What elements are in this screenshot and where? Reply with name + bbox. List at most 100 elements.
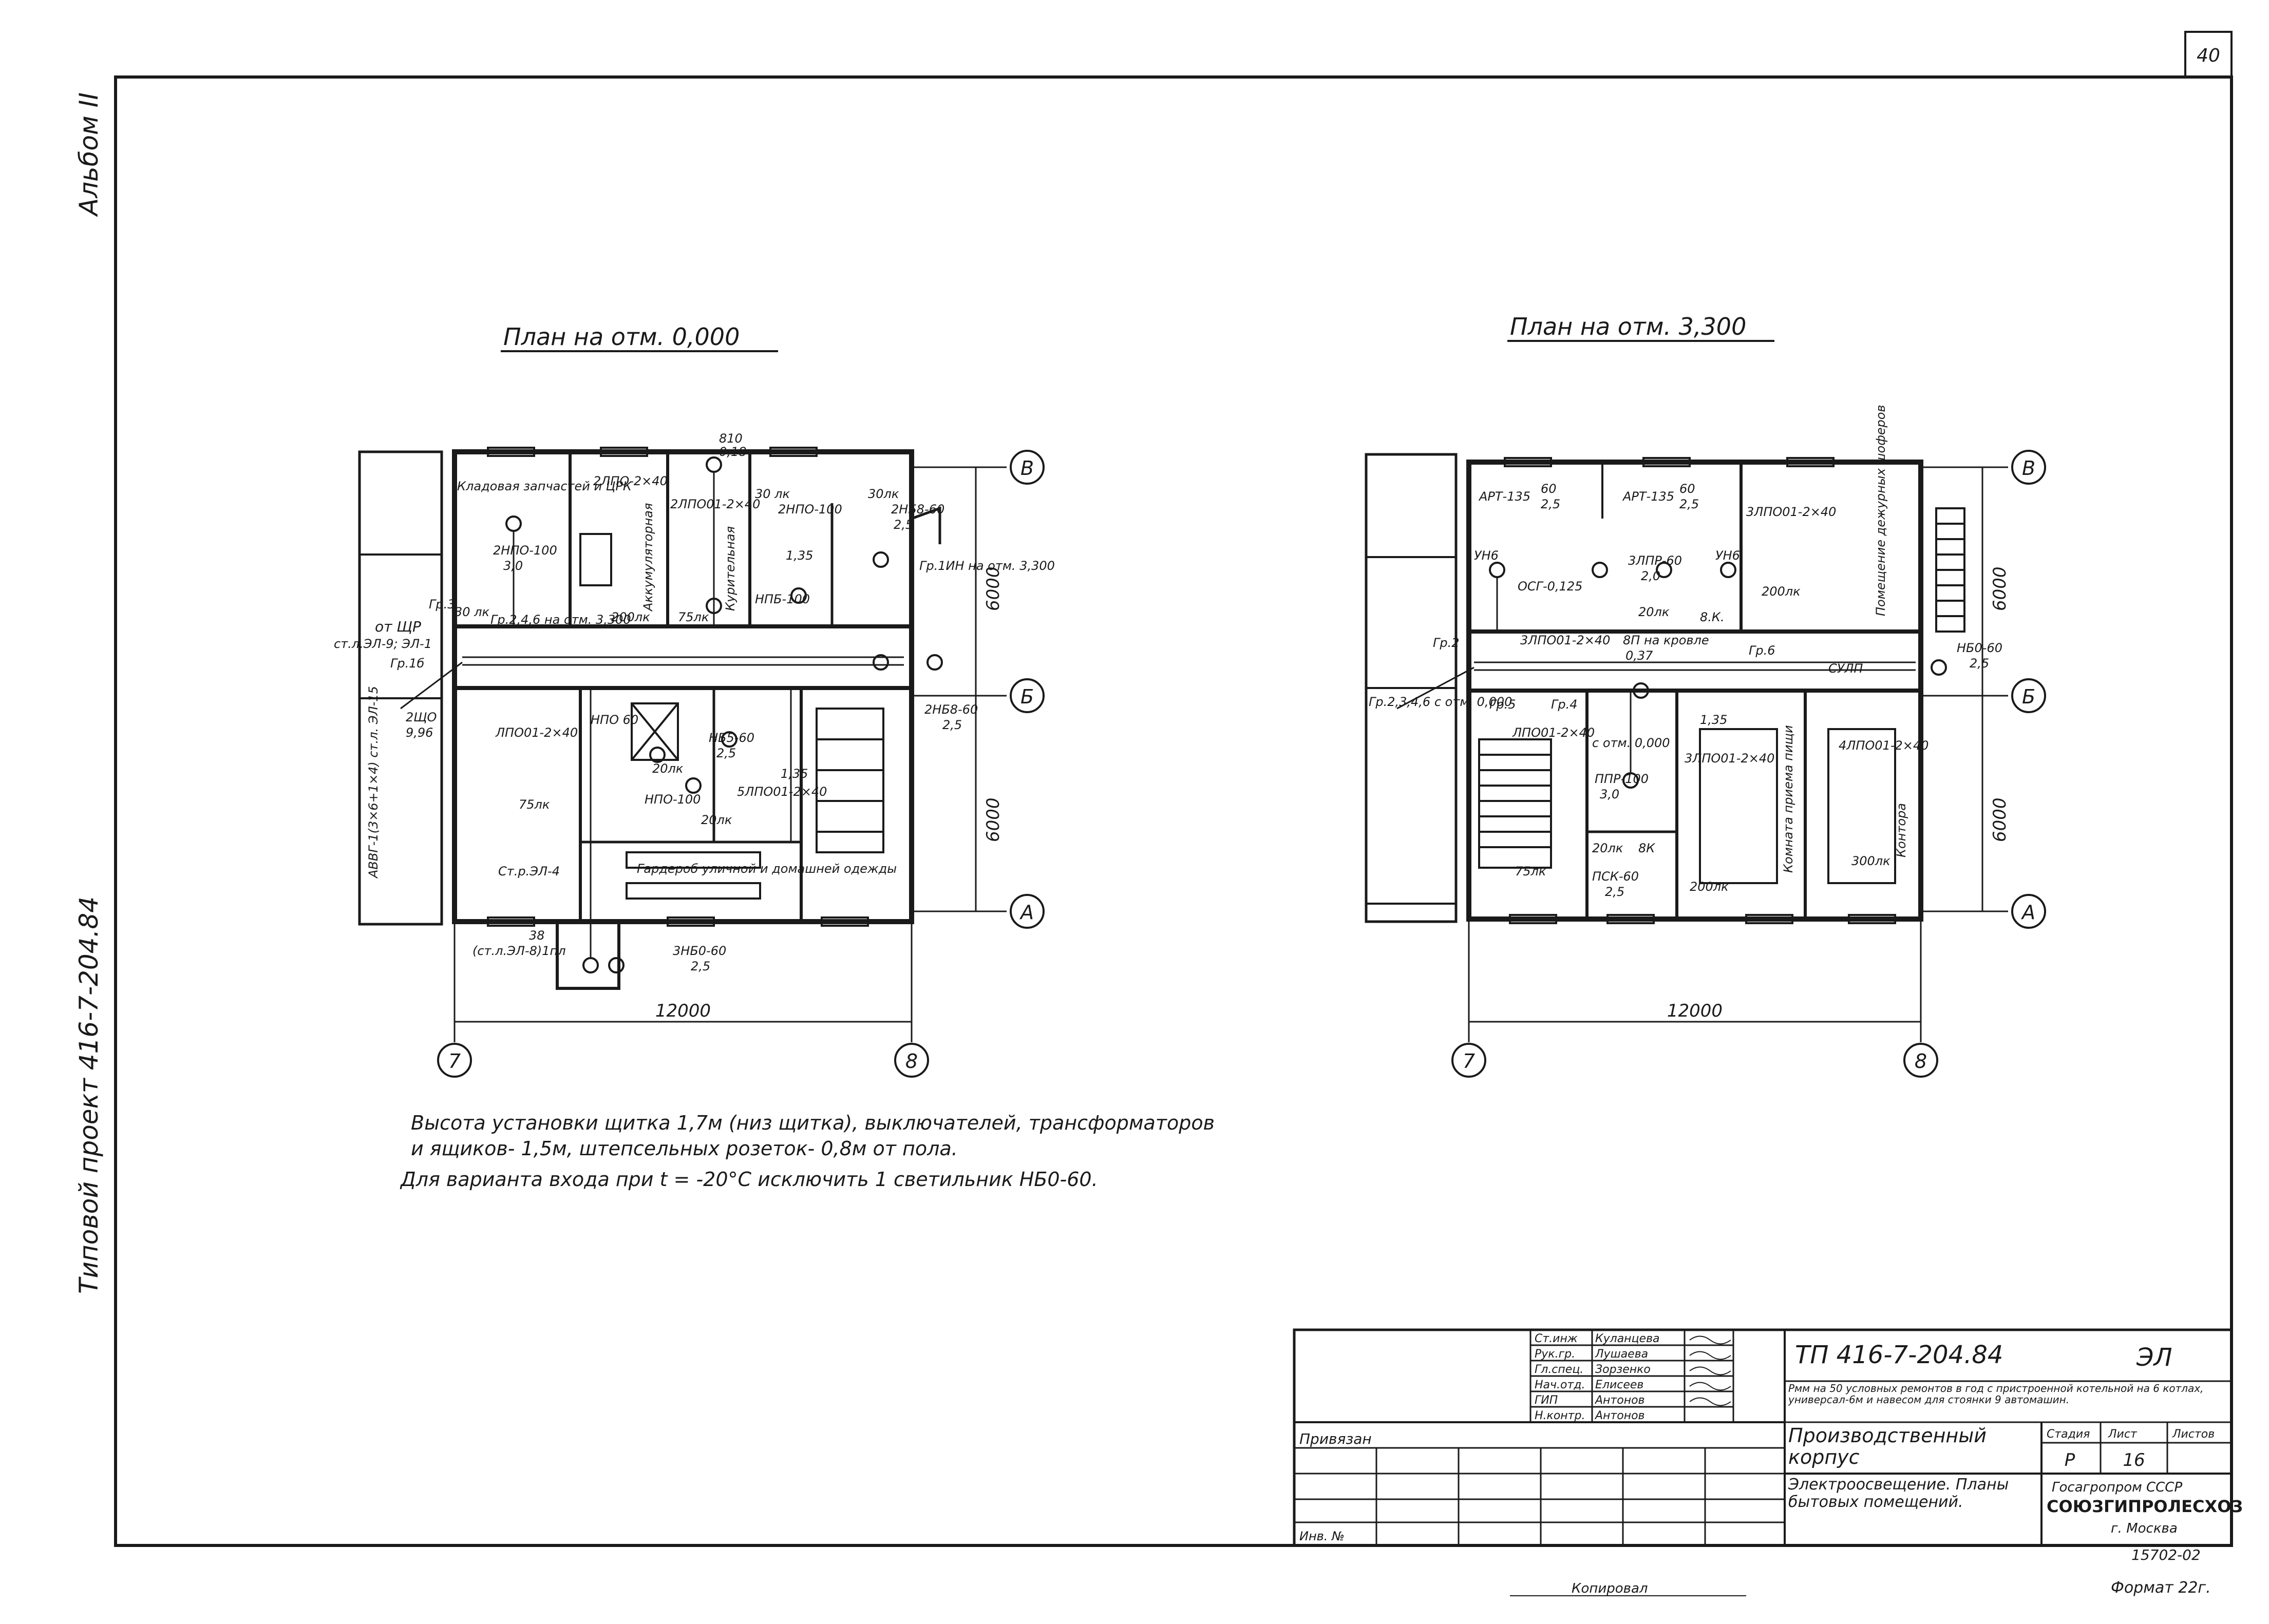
plan-1-adjacent-building — [358, 450, 443, 926]
room-label: 8.К. — [1700, 610, 1725, 624]
room-label: Гр.6 — [1749, 643, 1775, 658]
room-label: 200лк — [611, 610, 650, 624]
room-label: 75лк — [678, 610, 709, 624]
sheet-value: 16 — [2123, 1450, 2145, 1470]
room-label: УН6 — [1715, 548, 1740, 563]
window — [1606, 914, 1655, 924]
axis-label: Б — [2022, 685, 2035, 708]
room-label: Комната приема пищи — [1781, 725, 1795, 873]
room-label: 1,35 — [1700, 713, 1727, 727]
room-label: 1,35 — [786, 548, 813, 563]
axis-label: А — [2020, 901, 2035, 924]
room-label: Гр.2,4,6 на отм. 3,300 — [490, 613, 631, 627]
room-label: с отм. 0,000 — [1592, 736, 1670, 750]
plan-upper-floor: План на отм. 3,300 — [1365, 313, 2046, 1078]
sheets-header: Листов — [2172, 1428, 2215, 1441]
role-name: Зорзенко — [1595, 1363, 1651, 1376]
plan-1-title: План на отм. 0,000 — [503, 323, 740, 351]
axis-label: 8 — [905, 1050, 918, 1073]
room-label: 810 — [719, 431, 743, 446]
lamp-icon — [721, 731, 738, 748]
window — [487, 447, 535, 457]
sheet-code: ЭЛ — [2136, 1343, 2172, 1372]
description: Рмм на 50 условных ремонтов в год с прис… — [1788, 1383, 2204, 1406]
room-label: 20лк — [701, 813, 732, 827]
room-label: НПБ-100 — [755, 592, 810, 606]
drawing-code: ТП 416-7-204.84 — [1795, 1341, 2003, 1369]
object-name-box: Производственный корпус — [1788, 1425, 1987, 1468]
org-line-3: г. Москва — [2111, 1521, 2178, 1536]
lamp-icon — [873, 551, 889, 568]
wiring-line — [400, 661, 463, 710]
room-label: 60 — [1541, 482, 1557, 496]
room-label: 300лк — [1851, 854, 1890, 868]
role-label: Гл.спец. — [1535, 1363, 1583, 1376]
room-label: 3ЛПР-60 — [1628, 553, 1682, 568]
lamp-icon — [873, 654, 889, 671]
page-number: 40 — [2197, 45, 2220, 66]
room-label: УН6 — [1474, 548, 1499, 563]
note-line-2: и ящиков- 1,5м, штепсельных розеток- 0,8… — [411, 1137, 958, 1160]
axis-bubble — [437, 1043, 472, 1078]
room-label: 2,5 — [1970, 656, 1989, 671]
fixture — [579, 533, 612, 586]
room-label: НПО 60 — [591, 713, 638, 727]
lamp-icon — [685, 777, 702, 794]
room-label: 20лк — [652, 761, 684, 776]
role-name: Елисеев — [1595, 1379, 1643, 1391]
room-label: 30 лк — [755, 487, 790, 501]
dimension-upper: 6000 — [1990, 566, 2010, 611]
axis-label: 7 — [1463, 1050, 1475, 1073]
room-label: 3ЛПО01-2×40 — [1685, 751, 1774, 766]
room-label: АРТ-135 — [1622, 489, 1674, 504]
room-label: Аккумуляторная — [641, 503, 655, 612]
room-label: Помещение дежурных шоферов — [1874, 405, 1888, 616]
window — [1642, 457, 1691, 467]
inv-label: Инв. № — [1299, 1529, 1345, 1543]
room-label: 200лк — [1762, 584, 1801, 599]
room-label: 3,0 — [503, 559, 523, 573]
wiring-line — [1396, 666, 1474, 710]
signature — [1689, 1397, 1731, 1406]
room-label: 30лк — [868, 487, 899, 501]
title-block: Привязан Инв. № Ст.инж Куланцева Рук.гр.… — [1293, 1328, 2243, 1563]
note-line-1: Высота установки щитка 1,7м (низ щитка),… — [411, 1112, 1215, 1134]
dimension-upper: 6000 — [983, 566, 1004, 611]
role-label: Рук.гр. — [1535, 1348, 1575, 1361]
window — [1786, 457, 1835, 467]
room-label: ЛПО01-2×40 — [1512, 725, 1595, 740]
lamp-icon — [926, 654, 943, 671]
staircase — [1478, 738, 1552, 869]
lamp-icon — [1633, 682, 1649, 699]
room-label: 3ЛПО01-2×40 — [1520, 633, 1610, 647]
room-label: 38 — [529, 928, 545, 943]
role-name: Антонов — [1594, 1409, 1645, 1422]
room-label: 2ЛПО01-2×40 — [670, 497, 760, 511]
axis-label: В — [1020, 457, 1034, 480]
room-label: Контора — [1894, 803, 1908, 857]
room-label: 30 лк — [455, 605, 490, 619]
window — [667, 916, 715, 927]
room-label: 3НБ0-60 — [673, 944, 726, 958]
stage-value: Р — [2065, 1450, 2075, 1470]
room-label: 5ЛПО01-2×40 — [737, 785, 827, 799]
axis-bubble — [1010, 678, 1045, 713]
room-label: Гардероб уличной и домашней одежды — [637, 862, 897, 876]
room-label: НБ0-60 — [1957, 641, 2002, 655]
sheet-header: Лист — [2108, 1428, 2138, 1441]
room-label: 20лк — [1592, 841, 1623, 855]
room-label: Гр.2 — [1433, 636, 1460, 650]
lamp-icon — [1592, 562, 1608, 578]
drawing-name: Электроосвещение. Планы бытовых помещени… — [1788, 1476, 2009, 1511]
room-label: Гр.3 — [429, 597, 456, 612]
axis-bubble — [2011, 678, 2046, 713]
room-label: 60 — [1679, 482, 1695, 496]
fixture-rack — [1827, 728, 1896, 884]
note-line-3: Для варианта входа при t = -20°С исключи… — [400, 1168, 1098, 1191]
title-block-frame — [1293, 1328, 2233, 1547]
fixture-rack — [1699, 728, 1778, 884]
dimension-width: 12000 — [655, 1001, 711, 1021]
room-label: Ст.р.ЭЛ-4 — [498, 864, 560, 878]
window — [600, 447, 648, 457]
